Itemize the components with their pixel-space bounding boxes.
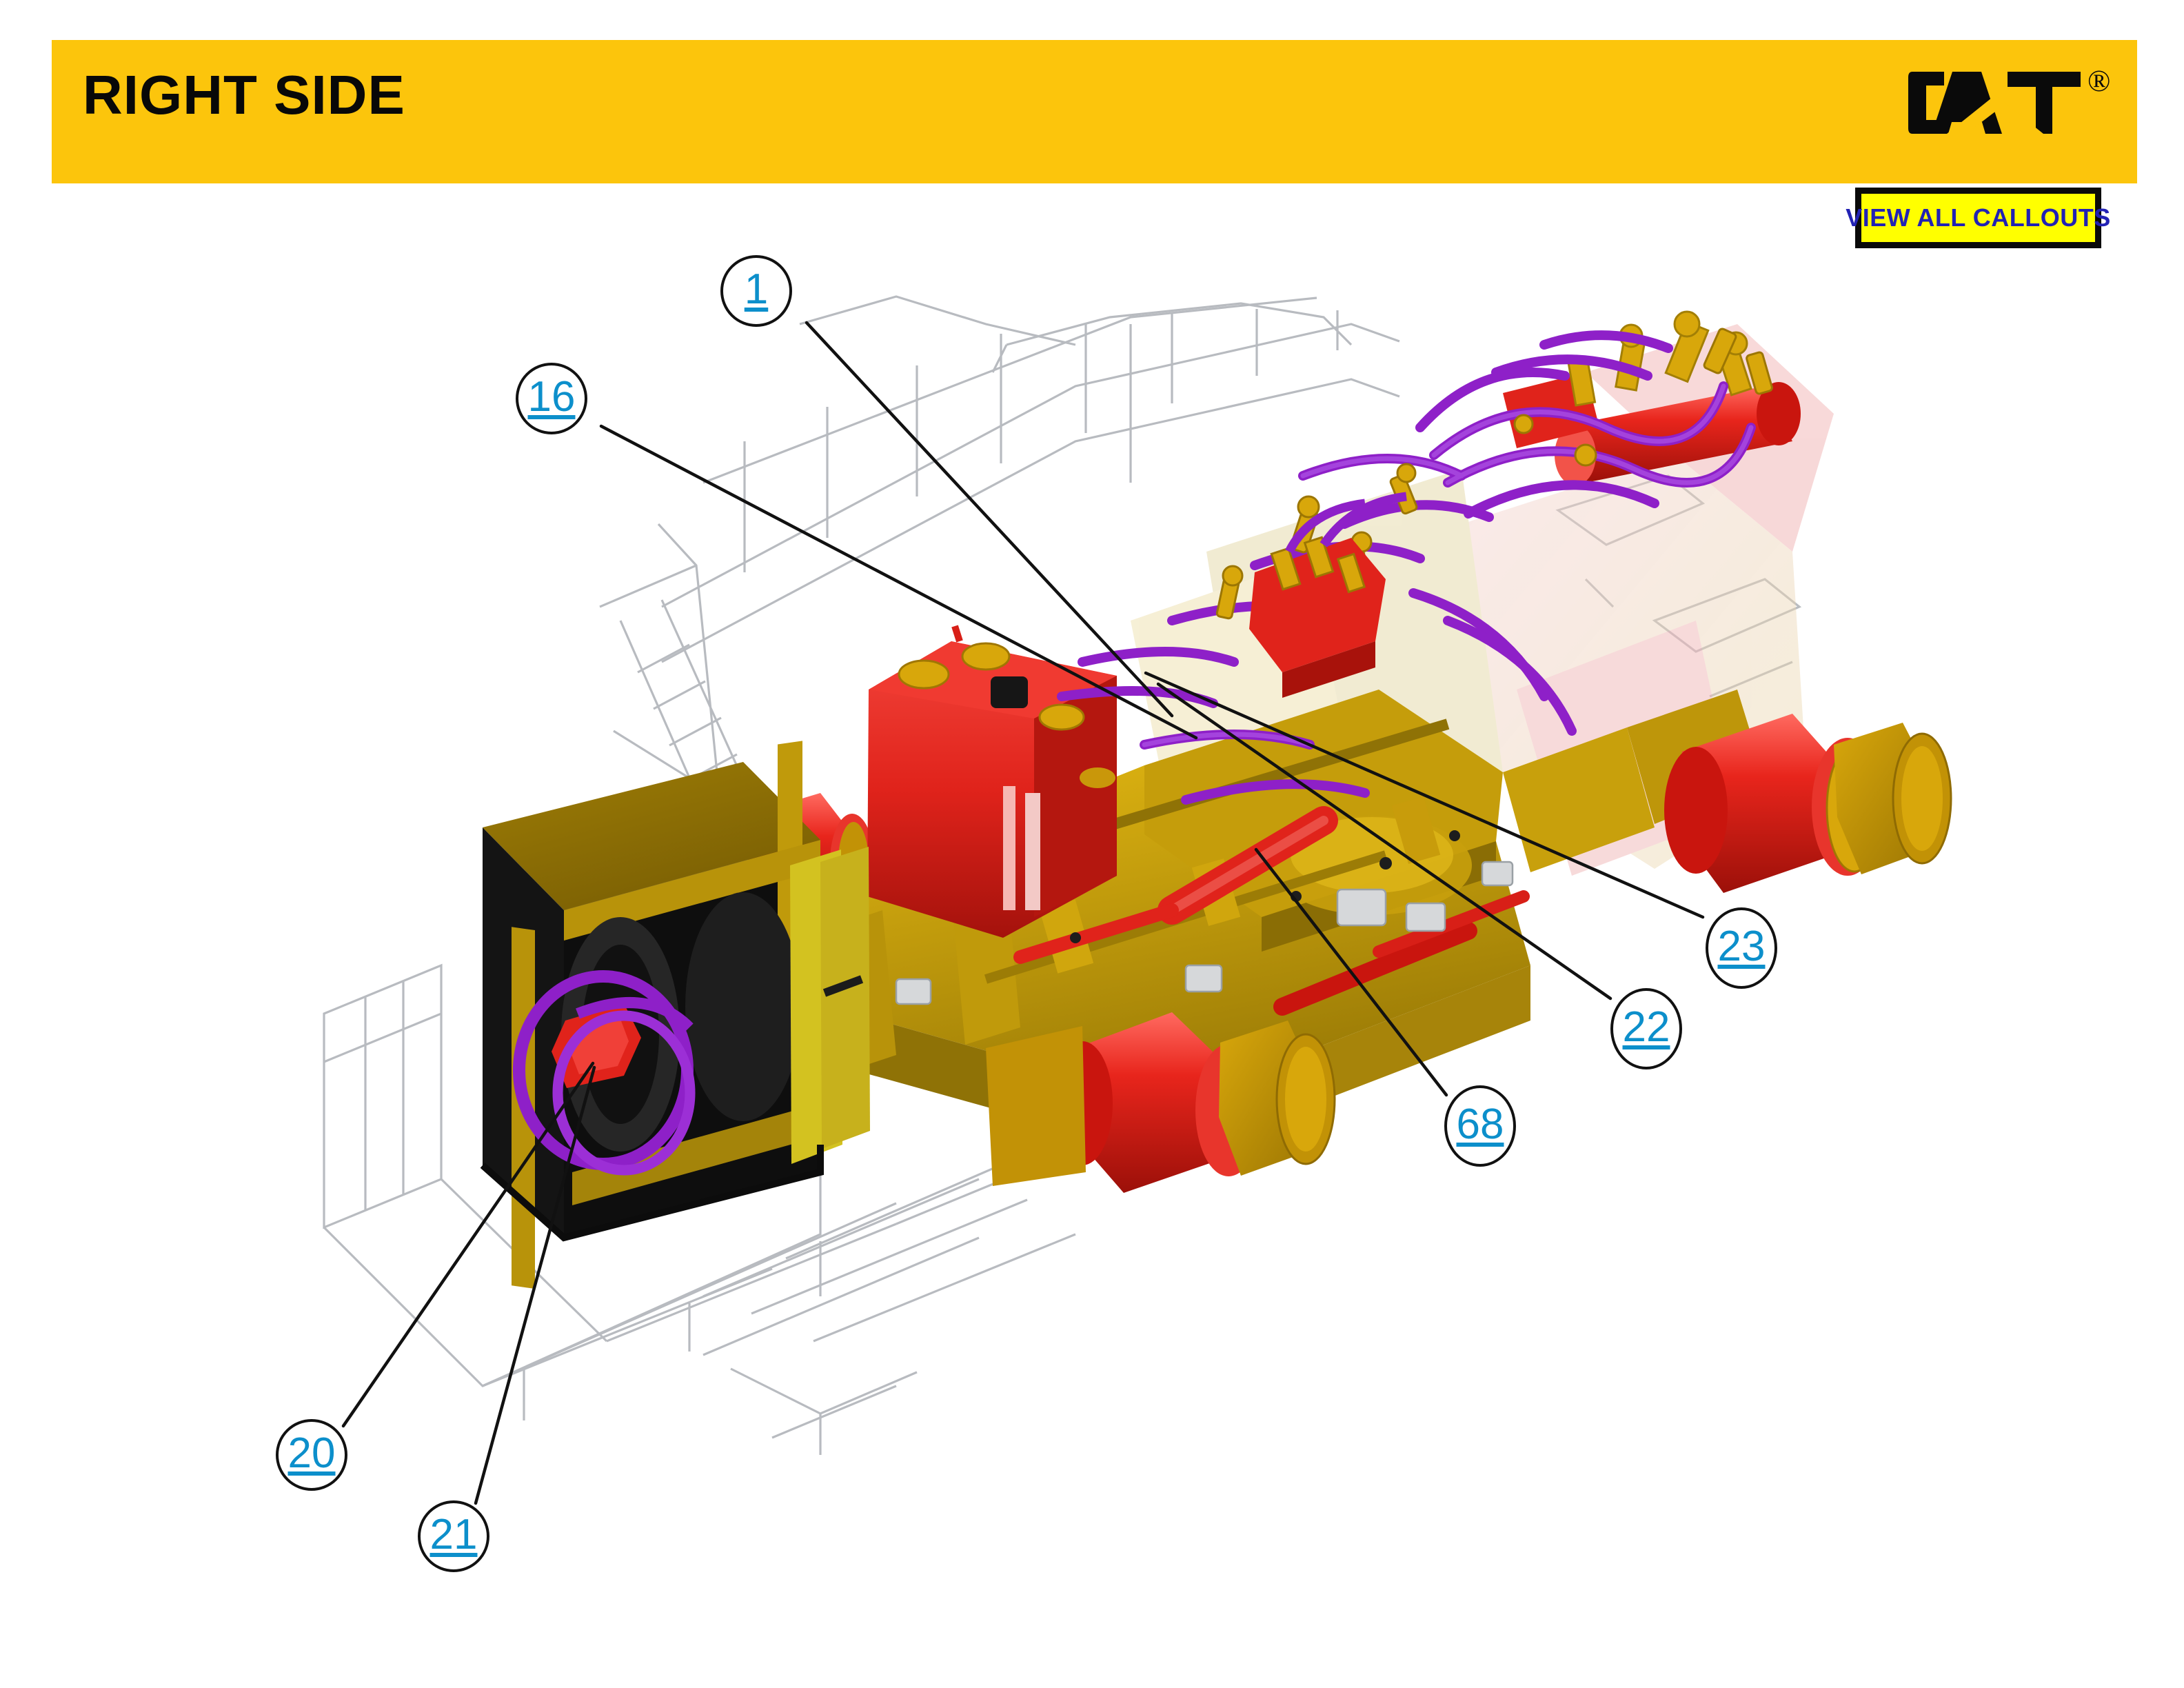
callout-number: 23 [1717, 923, 1766, 970]
callout-marker-21[interactable]: 21 [418, 1500, 489, 1572]
cat-logo [1908, 72, 2081, 134]
page-title: RIGHT SIDE [83, 64, 405, 125]
callout-number: 1 [744, 265, 769, 313]
callout-number: 22 [1622, 1003, 1670, 1051]
callout-number: 20 [287, 1429, 336, 1477]
view-all-callouts-label: VIEW ALL CALLOUTS [1846, 203, 2111, 232]
rear-wheel-hub [1664, 714, 1952, 893]
callout-marker-22[interactable]: 22 [1610, 988, 1682, 1069]
callout-number: 68 [1456, 1101, 1504, 1148]
registered-trademark-icon: ® [2087, 64, 2111, 98]
callout-marker-1[interactable]: 1 [720, 255, 792, 327]
callout-number: 16 [527, 373, 576, 421]
header-bar [52, 40, 2137, 183]
view-all-callouts-button[interactable]: VIEW ALL CALLOUTS [1846, 188, 2110, 248]
callout-marker-23[interactable]: 23 [1706, 907, 1777, 989]
front-wheel-hub [986, 1012, 1336, 1193]
callout-marker-20[interactable]: 20 [276, 1419, 347, 1491]
callout-marker-16[interactable]: 16 [516, 363, 587, 434]
hydraulic-tank [867, 625, 1117, 938]
callout-marker-68[interactable]: 68 [1444, 1085, 1516, 1167]
callout-number: 21 [429, 1511, 478, 1558]
valve-manifold [1249, 492, 1407, 698]
